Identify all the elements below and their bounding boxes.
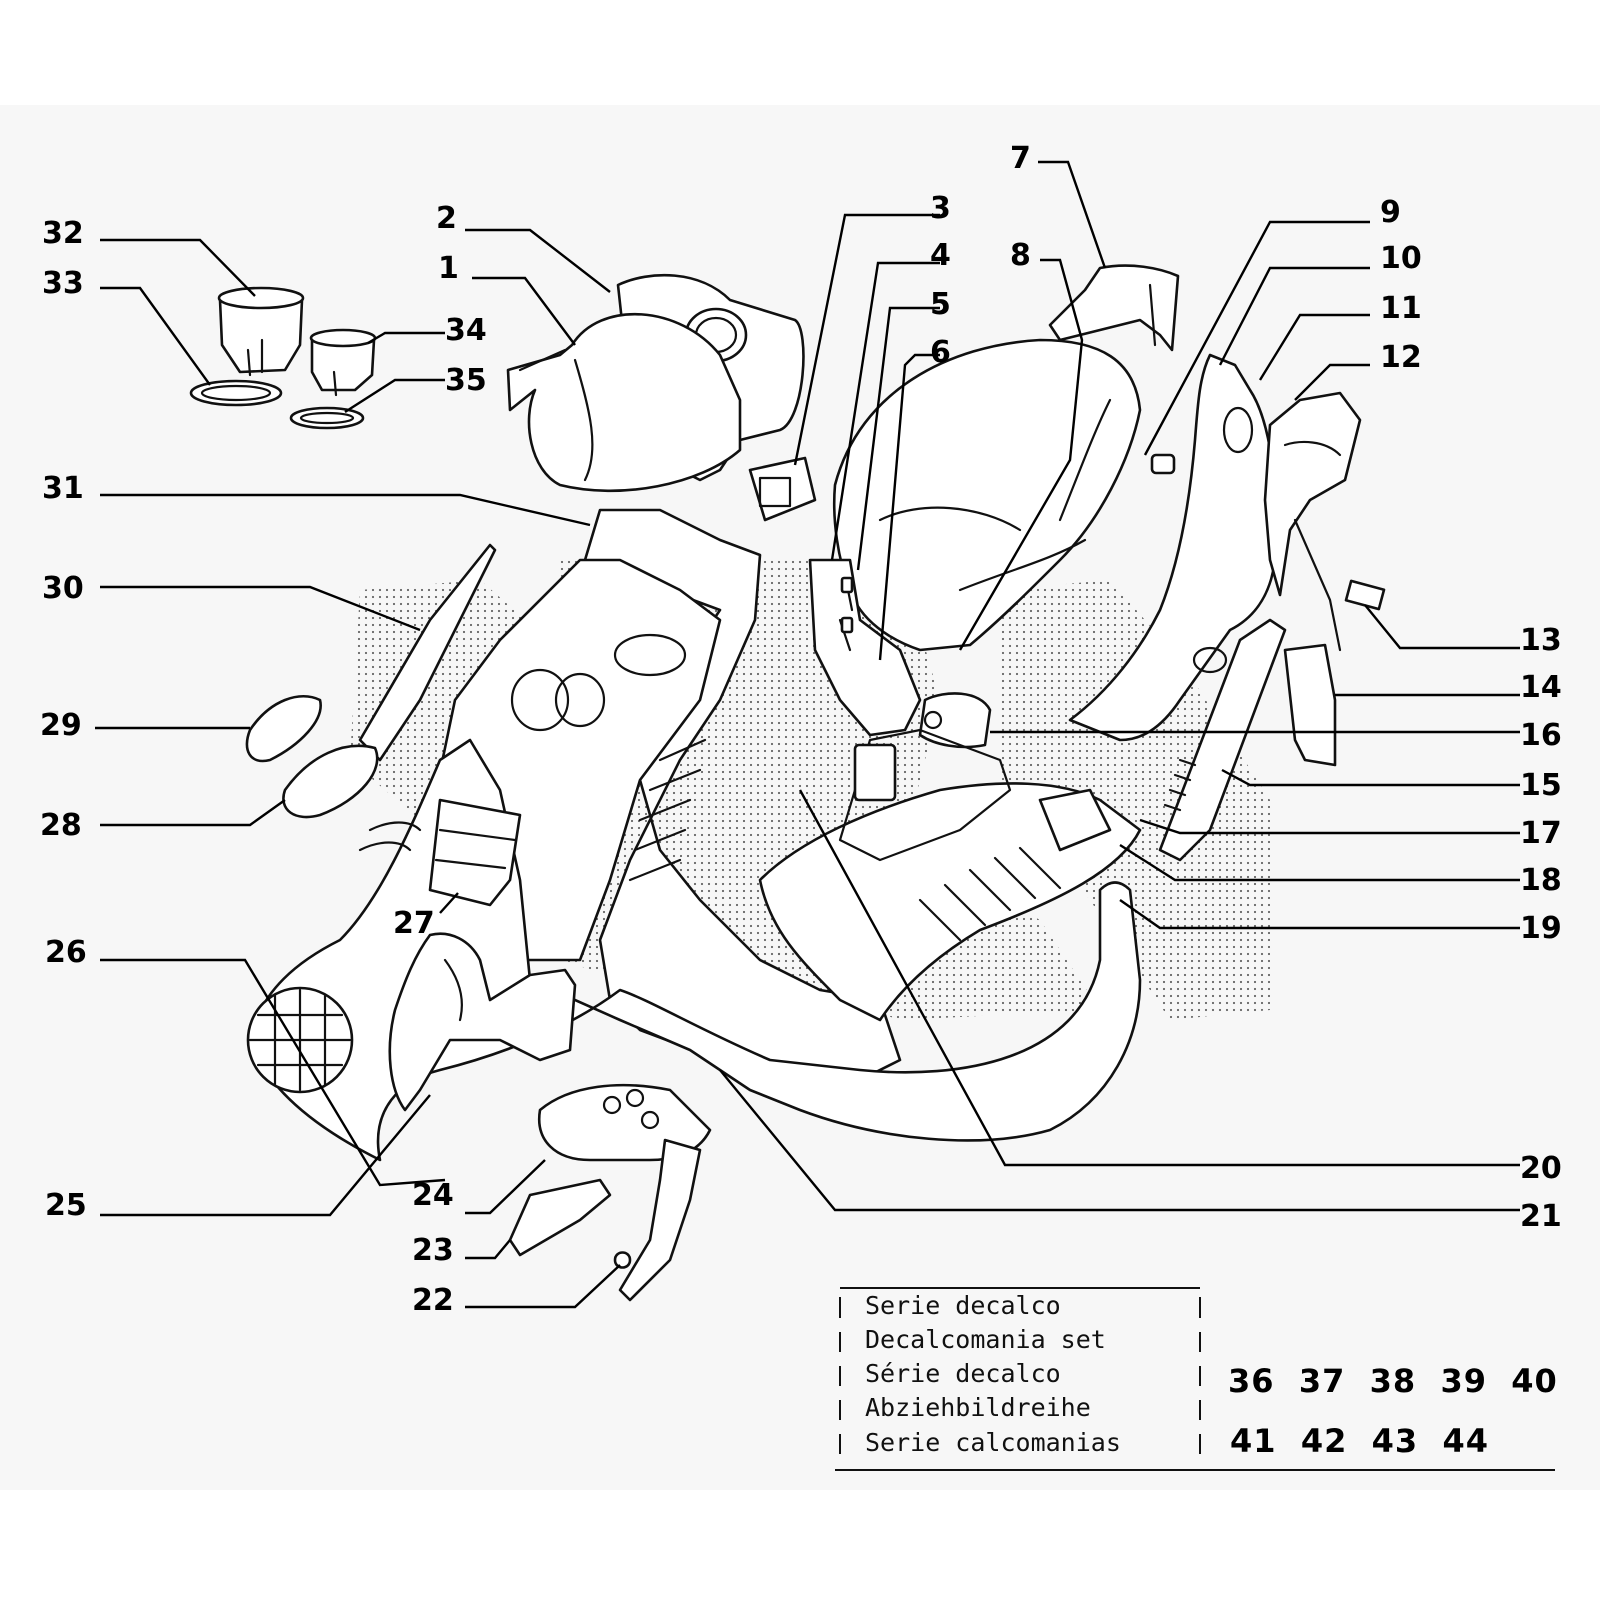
mudguard-parts <box>508 1083 712 1302</box>
callout-24: 24 <box>412 1178 454 1213</box>
callout-15: 15 <box>1520 768 1562 803</box>
callout-20: 20 <box>1520 1151 1562 1186</box>
bracket-3 <box>748 456 817 522</box>
inner-lens <box>918 692 992 749</box>
leader-lines <box>95 160 1520 1309</box>
footboard <box>758 728 1142 1022</box>
front-fender <box>388 932 577 1112</box>
callout-27: 27 <box>393 906 435 941</box>
headset-cover <box>506 273 805 493</box>
decal-set-table: Serie decalco Decalcomania set Série dec… <box>835 1288 1200 1468</box>
side-lenses <box>245 695 379 819</box>
callout-22: 22 <box>412 1283 454 1318</box>
callout-34: 34 <box>445 313 487 348</box>
side-strip <box>1158 618 1287 862</box>
callout-21: 21 <box>1520 1199 1562 1234</box>
grille-insert <box>428 798 522 907</box>
callout-14: 14 <box>1520 670 1562 705</box>
callout-17: 17 <box>1520 816 1562 851</box>
callout-1: 1 <box>438 251 459 286</box>
callout-29: 29 <box>40 708 82 743</box>
callout-32: 32 <box>42 216 84 251</box>
callout-9: 9 <box>1380 195 1401 230</box>
callout-3: 3 <box>930 191 951 226</box>
small-gauge <box>289 328 377 430</box>
callout-16: 16 <box>1520 718 1562 753</box>
callout-6: 6 <box>930 335 951 370</box>
callout-7: 7 <box>1010 141 1031 176</box>
rear-light-housing <box>1263 391 1362 652</box>
decal-label-5: Serie calcomanias <box>865 1428 1121 1457</box>
side-trim-strip <box>358 543 497 762</box>
callout-23: 23 <box>412 1233 454 1268</box>
center-tunnel <box>808 558 922 737</box>
callout-11: 11 <box>1380 291 1422 326</box>
rear-spoiler <box>1048 264 1180 352</box>
callout-4: 4 <box>930 238 951 273</box>
callout-5: 5 <box>930 287 951 322</box>
callout-12: 12 <box>1380 340 1422 375</box>
speedometer-gauge <box>189 286 305 407</box>
rear-panel <box>1283 643 1337 767</box>
callout-25: 25 <box>45 1188 87 1223</box>
callout-8: 8 <box>1010 238 1031 273</box>
small-plate <box>1344 579 1386 611</box>
callout-19: 19 <box>1520 911 1562 946</box>
callout-35: 35 <box>445 363 487 398</box>
callout-28: 28 <box>40 808 82 843</box>
decal-numbers-row-2: 41 42 43 44 <box>1230 1422 1489 1460</box>
decal-label-3: Série decalco <box>865 1359 1061 1388</box>
decal-label-1: Serie decalco <box>865 1291 1061 1320</box>
callout-13: 13 <box>1520 623 1562 658</box>
callout-10: 10 <box>1380 241 1422 276</box>
callout-2: 2 <box>436 201 457 236</box>
callout-18: 18 <box>1520 863 1562 898</box>
callout-31: 31 <box>42 471 84 506</box>
seat-rear-body <box>832 338 1176 652</box>
callout-30: 30 <box>42 571 84 606</box>
decal-label-4: Abziehbildreihe <box>865 1393 1091 1422</box>
decal-numbers-row-1: 36 37 38 39 40 <box>1228 1362 1558 1400</box>
callout-26: 26 <box>45 935 87 970</box>
callout-33: 33 <box>42 266 84 301</box>
callout-labels: 1 2 3 4 5 6 7 8 9 10 11 12 13 14 15 16 1… <box>40 141 1562 1318</box>
decal-table-frame <box>835 1287 1555 1471</box>
decal-label-2: Decalcomania set <box>865 1325 1106 1354</box>
